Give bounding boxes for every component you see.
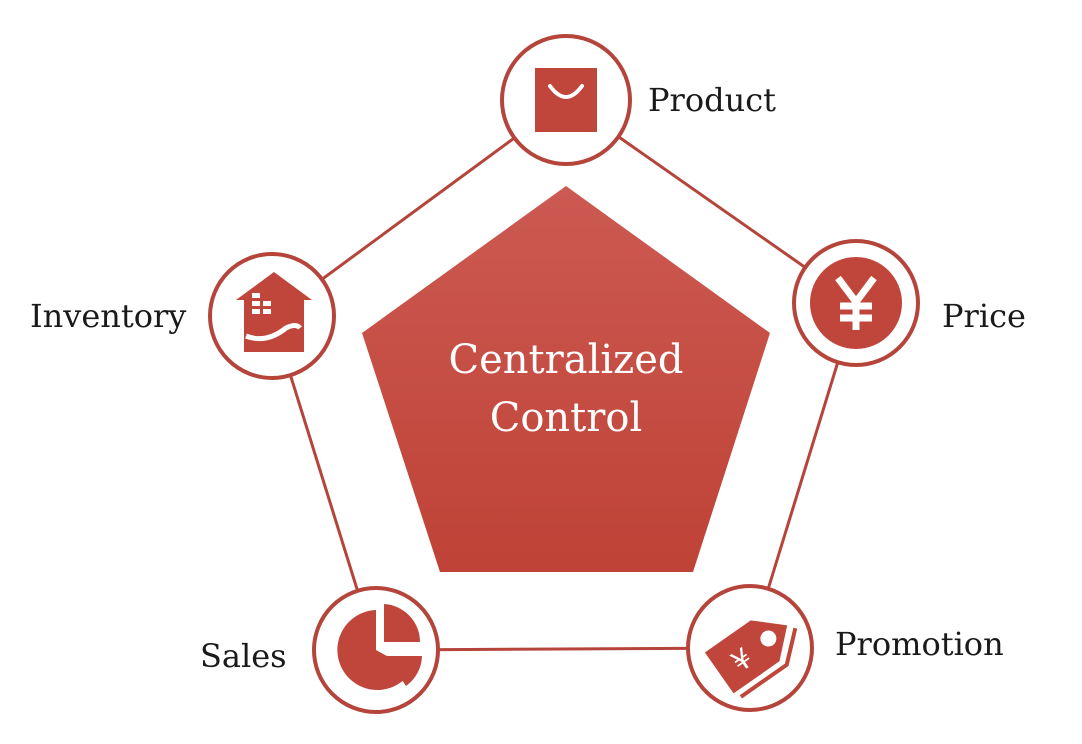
promotion-label: Promotion	[835, 625, 1004, 663]
yen-icon	[810, 257, 902, 349]
product-label: Product	[648, 81, 776, 119]
center-title-line1: Centralized	[448, 337, 684, 383]
sales-node	[312, 586, 440, 714]
price-tag-icon: ¥	[704, 620, 798, 699]
price-node	[792, 239, 920, 367]
pie-chart-icon	[337, 604, 422, 690]
center-title-line2: Control	[489, 395, 643, 441]
inventory-label: Inventory	[30, 297, 187, 335]
promotion-node: ¥	[686, 584, 814, 712]
shopping-bag-icon	[535, 68, 597, 132]
house-hand-icon	[236, 272, 312, 352]
price-label: Price	[942, 297, 1026, 335]
product-node	[500, 34, 632, 166]
sales-label: Sales	[200, 637, 287, 675]
inventory-node	[208, 252, 336, 380]
central-pentagon	[362, 186, 770, 572]
